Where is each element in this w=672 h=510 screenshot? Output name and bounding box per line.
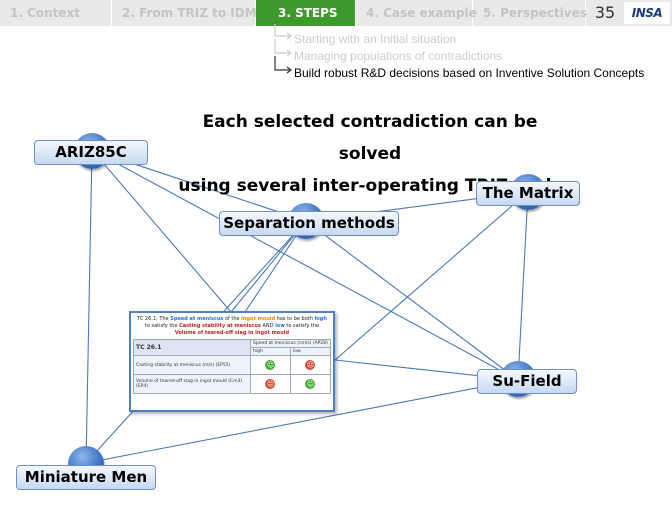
desc-low: low (275, 323, 285, 329)
steps-list: Starting with an Initial situation Manag… (270, 24, 645, 83)
table-row-2-label: Volume of teared-off slag in ingot mould… (133, 374, 251, 394)
node-separation-methods[interactable]: Separation methods (219, 211, 399, 236)
desc-evaluation-2: Volume of teared-off slag in ingot mould (174, 330, 290, 336)
table-parameter-header: Speed at meniscus (cm/s) (AP28) (250, 339, 331, 348)
table-id: TC 26.1 (133, 339, 251, 356)
step-label: Build robust R&D decisions based on Inve… (294, 66, 645, 80)
link-separation-sufield (305, 220, 519, 381)
table-cell-r2-low: ☺ (289, 374, 332, 394)
step-managing-populations: Managing populations of contradictions (270, 39, 644, 66)
sad-face-icon: ☹ (305, 360, 316, 370)
step-label: Starting with an Initial situation (294, 32, 457, 46)
node-miniature-men[interactable]: Miniature Men (16, 465, 156, 490)
desc-mid-2: to satisfy the (144, 323, 180, 329)
tab-steps[interactable]: 3. STEPS (256, 0, 356, 26)
contradiction-table-card: TC 26.1: The Speed at meniscus of the in… (129, 311, 335, 412)
tab-context[interactable]: 1. Context (0, 0, 112, 26)
link-miniature-sufield (85, 379, 519, 464)
slide-heading: Each selected contradiction can be solve… (170, 106, 570, 202)
insa-logo: INSA (624, 2, 670, 24)
desc-element: ingot mould (241, 316, 276, 322)
table-cell-r1-high: ☺ (250, 355, 291, 375)
link-ariz-miniature (85, 149, 93, 464)
table-col-high: high (250, 347, 291, 356)
logo-text: INSA (631, 6, 663, 20)
top-navigation: 1. Context 2. From TRIZ to IDM 3. STEPS … (0, 0, 672, 26)
tab-case-example[interactable]: 4. Case example (356, 0, 477, 26)
arrow-icon (274, 56, 292, 74)
table-col-low: low (289, 347, 332, 356)
link-ariz-table (91, 149, 232, 313)
desc-mid-1: has to be both (275, 316, 315, 322)
link-ariz-sufield (91, 149, 519, 381)
step-initial-situation: Starting with an Initial situation (270, 24, 644, 49)
tab-perspectives[interactable]: 5. Perspectives (473, 0, 587, 26)
desc-mid-3: to satisfy the (284, 323, 320, 329)
desc-and: AND (260, 323, 276, 329)
link-matrix-table (334, 191, 529, 361)
node-ariz85c[interactable]: ARIZ85C (34, 140, 148, 165)
contradiction-description: TC 26.1: The Speed at meniscus of the in… (131, 313, 333, 339)
link-separation-table-a (230, 220, 307, 313)
desc-evaluation-1: Casting stability at meniscus (179, 323, 261, 329)
step-label: Managing populations of contradictions (294, 49, 503, 63)
arrow-icon (274, 39, 292, 57)
heading-line-1: Each selected contradiction can be solve… (202, 112, 538, 164)
heading-line-2: using several inter-operating TRIZ tools (178, 176, 562, 196)
happy-face-icon: ☺ (305, 379, 316, 389)
desc-prefix: TC 26.1: The (137, 316, 171, 322)
desc-high: high (314, 316, 327, 322)
table-cell-r1-low: ☹ (289, 355, 332, 375)
table-row-1-label: Casting stability at meniscus (m/s) (EP5… (133, 355, 251, 375)
arrow-icon (274, 24, 292, 40)
contradiction-table: TC 26.1 Speed at meniscus (cm/s) (AP28) … (133, 339, 332, 394)
sad-face-icon: ☹ (265, 379, 276, 389)
happy-face-icon: ☺ (265, 360, 276, 370)
node-su-field[interactable]: Su-Field (477, 369, 577, 394)
node-the-matrix[interactable]: The Matrix (476, 181, 580, 206)
step-robust-decisions: Build robust R&D decisions based on Inve… (270, 56, 645, 83)
table-cell-r2-high: ☹ (250, 374, 291, 394)
desc-of: of the (223, 316, 242, 322)
tab-from-triz-to-idm[interactable]: 2. From TRIZ to IDM (112, 0, 257, 26)
desc-parameter: Speed at meniscus (170, 316, 224, 322)
link-matrix-sufield (517, 191, 529, 381)
page-number: 35 (594, 3, 616, 22)
